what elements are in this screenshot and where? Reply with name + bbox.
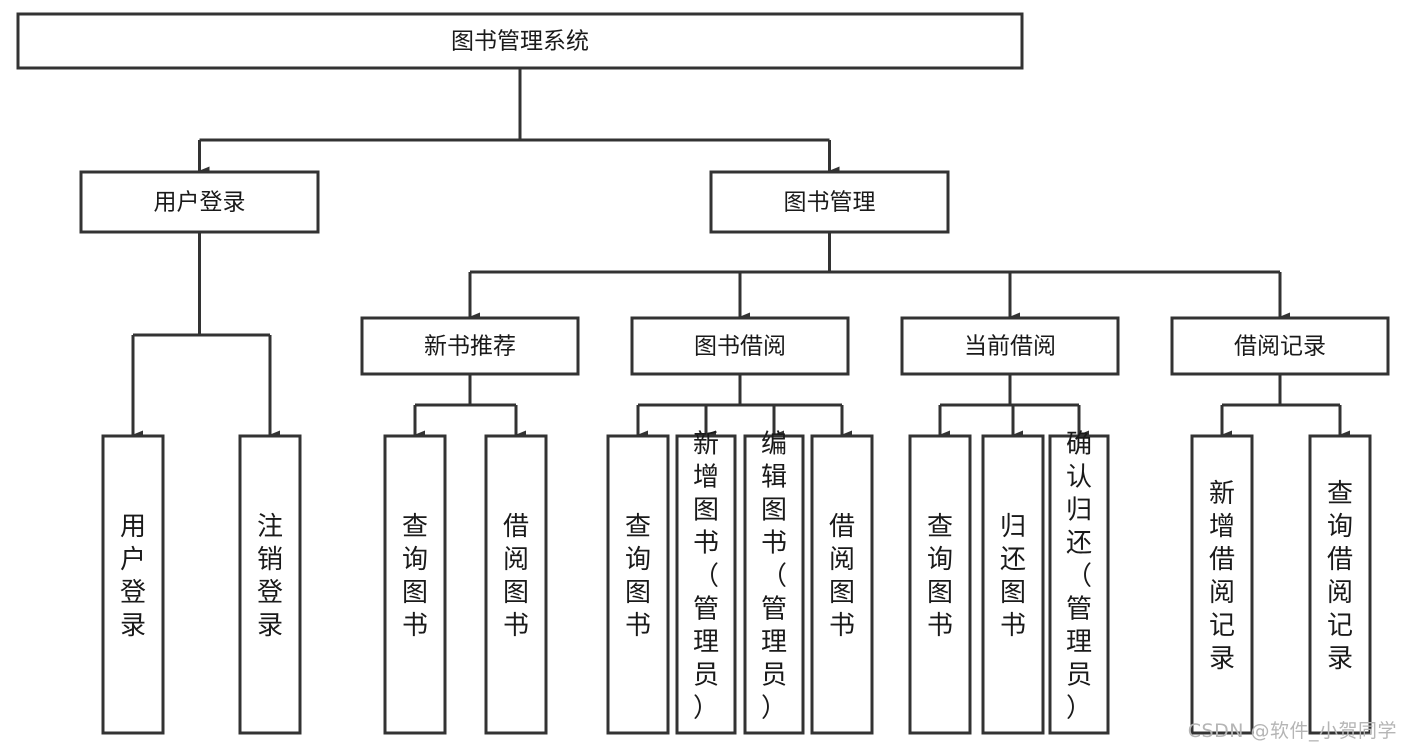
node-book-borrow[interactable]: 图书借阅 xyxy=(630,316,850,376)
node-label: 新增借阅记录 xyxy=(1209,479,1235,674)
node-label: 新增图书（管理员） xyxy=(693,430,719,724)
node-leaf-add-borrow-record[interactable]: 新增借阅记录 xyxy=(1190,434,1254,735)
node-user-login[interactable]: 用户登录 xyxy=(79,170,320,234)
connector-record-to-leaves xyxy=(1220,374,1350,440)
node-label: 图书管理系统 xyxy=(451,29,589,55)
node-box xyxy=(79,170,320,234)
connector-recommend-to-leaves xyxy=(413,374,526,440)
node-current-borrow[interactable]: 当前借阅 xyxy=(900,316,1120,376)
node-label: 查询借阅记录 xyxy=(1327,479,1353,674)
connector-bookmgmt-to-level3 xyxy=(468,232,1290,322)
node-leaf-confirm-return-admin[interactable]: 确认归还（管理员） xyxy=(1048,430,1110,735)
node-label: 查询图书 xyxy=(927,512,953,641)
node-box xyxy=(360,316,580,376)
node-label: 借阅图书 xyxy=(503,512,529,641)
node-box xyxy=(238,434,302,735)
node-label: 用户登录 xyxy=(120,512,146,641)
node-leaf-edit-book-admin[interactable]: 编辑图书（管理员） xyxy=(743,430,805,735)
node-leaf-query-borrow-record[interactable]: 查询借阅记录 xyxy=(1308,434,1372,735)
node-box xyxy=(1308,434,1372,735)
node-new-book-recommend[interactable]: 新书推荐 xyxy=(360,316,580,376)
node-leaf-query-book-recommend[interactable]: 查询图书 xyxy=(383,434,447,735)
node-box xyxy=(1048,434,1110,735)
node-leaf-query-book-borrow[interactable]: 查询图书 xyxy=(606,434,670,735)
node-label: 查询图书 xyxy=(625,512,651,641)
node-book-management[interactable]: 图书管理 xyxy=(709,170,950,234)
node-box xyxy=(16,12,1024,70)
node-label: 用户登录 xyxy=(154,190,246,216)
node-leaf-borrow-book[interactable]: 借阅图书 xyxy=(810,434,874,735)
node-label: 图书管理 xyxy=(784,190,876,216)
node-box xyxy=(675,434,737,735)
node-label: 图书借阅 xyxy=(694,334,786,360)
node-label: 注销登录 xyxy=(257,512,283,641)
node-borrow-record[interactable]: 借阅记录 xyxy=(1170,316,1390,376)
node-box xyxy=(383,434,447,735)
node-box xyxy=(908,434,972,735)
node-leaf-borrow-book-recommend[interactable]: 借阅图书 xyxy=(484,434,548,735)
node-box xyxy=(630,316,850,376)
connector-layer xyxy=(131,68,1350,440)
node-box xyxy=(606,434,670,735)
node-box xyxy=(810,434,874,735)
node-box xyxy=(709,170,950,234)
node-label: 借阅图书 xyxy=(829,512,855,641)
node-leaf-user-login[interactable]: 用户登录 xyxy=(101,434,165,735)
node-label: 当前借阅 xyxy=(964,334,1056,360)
node-leaf-return-book[interactable]: 归还图书 xyxy=(981,434,1045,735)
connector-current-to-leaves xyxy=(938,374,1089,440)
node-box xyxy=(900,316,1120,376)
connector-root-to-level2 xyxy=(198,68,840,176)
node-leaf-add-book-admin[interactable]: 新增图书（管理员） xyxy=(675,430,737,735)
node-label: 借阅记录 xyxy=(1234,334,1326,360)
node-box xyxy=(981,434,1045,735)
node-box xyxy=(743,434,805,735)
node-layer: 图书管理系统用户登录图书管理新书推荐图书借阅当前借阅借阅记录用户登录注销登录查询… xyxy=(16,12,1390,735)
node-label: 新书推荐 xyxy=(424,334,516,360)
node-leaf-query-book-current[interactable]: 查询图书 xyxy=(908,434,972,735)
node-label: 确认归还（管理员） xyxy=(1066,430,1092,724)
node-box xyxy=(1170,316,1390,376)
connector-borrow-to-leaves xyxy=(636,374,852,440)
node-label: 编辑图书（管理员） xyxy=(761,430,787,724)
watermark-text: CSDN @软件_小贺同学 xyxy=(1187,720,1397,742)
node-box xyxy=(101,434,165,735)
node-root[interactable]: 图书管理系统 xyxy=(16,12,1024,70)
connector-userlogin-to-leaves xyxy=(131,232,280,440)
node-box xyxy=(1190,434,1254,735)
node-box xyxy=(484,434,548,735)
node-leaf-logout[interactable]: 注销登录 xyxy=(238,434,302,735)
node-label: 查询图书 xyxy=(402,512,428,641)
node-label: 归还图书 xyxy=(1000,512,1026,641)
